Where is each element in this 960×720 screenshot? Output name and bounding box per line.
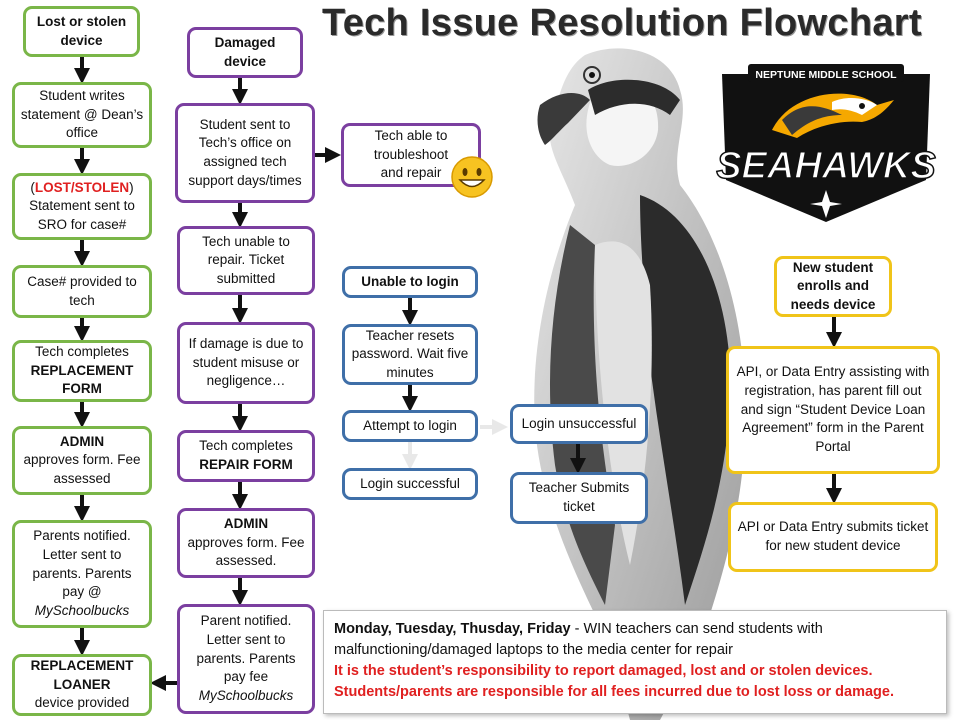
seahawks-logo: NEPTUNE MIDDLE SCHOOL SEAHAWKS — [715, 64, 937, 222]
loaner-text: device provided — [34, 695, 130, 711]
damaged-step-parent: Parent notified. Letter sent to parents.… — [177, 604, 315, 714]
damaged-step-tech-office-text: Student sent to Tech’s office on assigne… — [188, 116, 302, 188]
lost-step-statement-text: Student writes statement @ Dean’s office — [20, 88, 144, 141]
paren-close: ) — [129, 179, 134, 195]
lost-step-sro-text: (LOST/STOLEN) Statement sent to SRO for … — [20, 179, 144, 235]
login-start-label: Unable to login — [361, 273, 459, 289]
replacement-loaner-label: REPLACEMENT LOANER — [30, 658, 134, 692]
lost-step-sro-rest: Statement sent to SRO for case# — [29, 198, 135, 232]
login-start-box: Unable to login — [342, 266, 478, 298]
login-step-attempt: Attempt to login — [342, 410, 478, 442]
login-step-reset: Teacher resets password. Wait five minut… — [342, 324, 478, 385]
lost-step-loaner: REPLACEMENT LOANER device provided — [12, 654, 152, 716]
lost-stolen-tag: LOST/STOLEN — [34, 179, 130, 195]
damaged-step-tech-office: Student sent to Tech’s office on assigne… — [175, 103, 315, 203]
info-line-1: Monday, Tuesday, Thusday, Friday - WIN t… — [334, 619, 936, 661]
new-student-start-label: New student enrolls and needs device — [790, 259, 876, 312]
lost-step-parents: Parents notified. Letter sent to parents… — [12, 520, 152, 628]
lost-start-label: Lost or stolen device — [36, 13, 127, 48]
logo-school-text: NEPTUNE MIDDLE SCHOOL — [755, 69, 897, 81]
lost-step-case: Case# provided to tech — [12, 265, 152, 318]
info-days: Monday, Tuesday, Thusday, Friday — [334, 621, 571, 637]
lost-parents-text: Parents notified. Letter sent to parents… — [32, 528, 132, 600]
info-line-3: Students/parents are responsible for all… — [334, 684, 895, 701]
damaged-admin-label: ADMIN — [223, 516, 269, 532]
lost-step-sro: (LOST/STOLEN) Statement sent to SRO for … — [12, 173, 152, 240]
damaged-step-admin: ADMIN approves form. Fee assessed. — [177, 508, 315, 578]
damaged-parent-text: Parent notified. Letter sent to parents.… — [196, 613, 296, 685]
flowchart-title: Tech Issue Resolution Flowchart — [322, 2, 922, 44]
login-fail-text: Login unsuccessful — [521, 415, 637, 431]
damaged-admin-text: approves form. Fee assessed. — [187, 534, 305, 569]
damaged-step-negligence: If damage is due to student misuse or ne… — [177, 322, 315, 404]
login-step-reset-text: Teacher resets password. Wait five minut… — [351, 327, 469, 380]
repair-form-label: REPAIR FORM — [199, 457, 293, 472]
new-student-step-form-text: API, or Data Entry assisting with regist… — [736, 364, 930, 454]
login-fail-box: Login unsuccessful — [510, 404, 648, 444]
damaged-step-repair-form: Tech completes REPAIR FORM — [177, 430, 315, 482]
smiley-face-icon — [451, 156, 493, 198]
new-student-step-form: API, or Data Entry assisting with regist… — [726, 346, 940, 474]
damaged-step-ticket-text: Tech unable to repair. Ticket submitted — [202, 233, 290, 286]
paren-open: ( — [30, 179, 35, 195]
login-success-text: Login successful — [360, 475, 460, 491]
damaged-step-ticket: Tech unable to repair. Ticket submitted — [177, 226, 315, 295]
new-student-step-ticket-text: API or Data Entry submits ticket for new… — [737, 519, 929, 553]
lost-step-admin: ADMIN approves form. Fee assessed — [12, 426, 152, 495]
lost-step-replacement-form: Tech completes REPLACEMENT FORM — [12, 340, 152, 402]
new-student-step-ticket: API or Data Entry submits ticket for new… — [728, 502, 938, 572]
damaged-step-negligence-text: If damage is due to student misuse or ne… — [188, 336, 304, 389]
lost-myschoolbucks: MySchoolbucks — [34, 602, 130, 618]
damaged-start-box: Damaged device — [187, 27, 303, 78]
info-days-rest: - WIN teachers can send students with ma… — [334, 621, 823, 659]
damaged-tech-label: Tech completes — [199, 438, 293, 454]
login-ticket-text: Teacher Submits ticket — [528, 480, 630, 514]
lost-step-case-text: Case# provided to tech — [27, 273, 137, 308]
lost-step-statement: Student writes statement @ Dean’s office — [12, 82, 152, 148]
lost-admin-label: ADMIN — [59, 433, 105, 449]
damaged-myschoolbucks: MySchoolbucks — [198, 687, 294, 703]
lost-start-box: Lost or stolen device — [23, 6, 140, 57]
damaged-start-label: Damaged device — [214, 34, 276, 69]
logo-team-text: SEAHAWKS — [716, 145, 936, 187]
replacement-form-label: REPLACEMENT FORM — [30, 362, 134, 397]
info-notice-box: Monday, Tuesday, Thusday, Friday - WIN t… — [323, 610, 947, 714]
info-line-2: It is the student’s responsibility to re… — [334, 663, 873, 680]
lost-step-tech-label: Tech completes — [35, 344, 129, 360]
login-step-attempt-text: Attempt to login — [363, 417, 457, 433]
new-student-start-box: New student enrolls and needs device — [774, 256, 892, 317]
lost-admin-text: approves form. Fee assessed — [23, 452, 141, 486]
login-ticket-box: Teacher Submits ticket — [510, 472, 648, 524]
damaged-side-repair-text: Tech able to troubleshoot and repair — [373, 128, 449, 181]
login-success-box: Login successful — [342, 468, 478, 500]
